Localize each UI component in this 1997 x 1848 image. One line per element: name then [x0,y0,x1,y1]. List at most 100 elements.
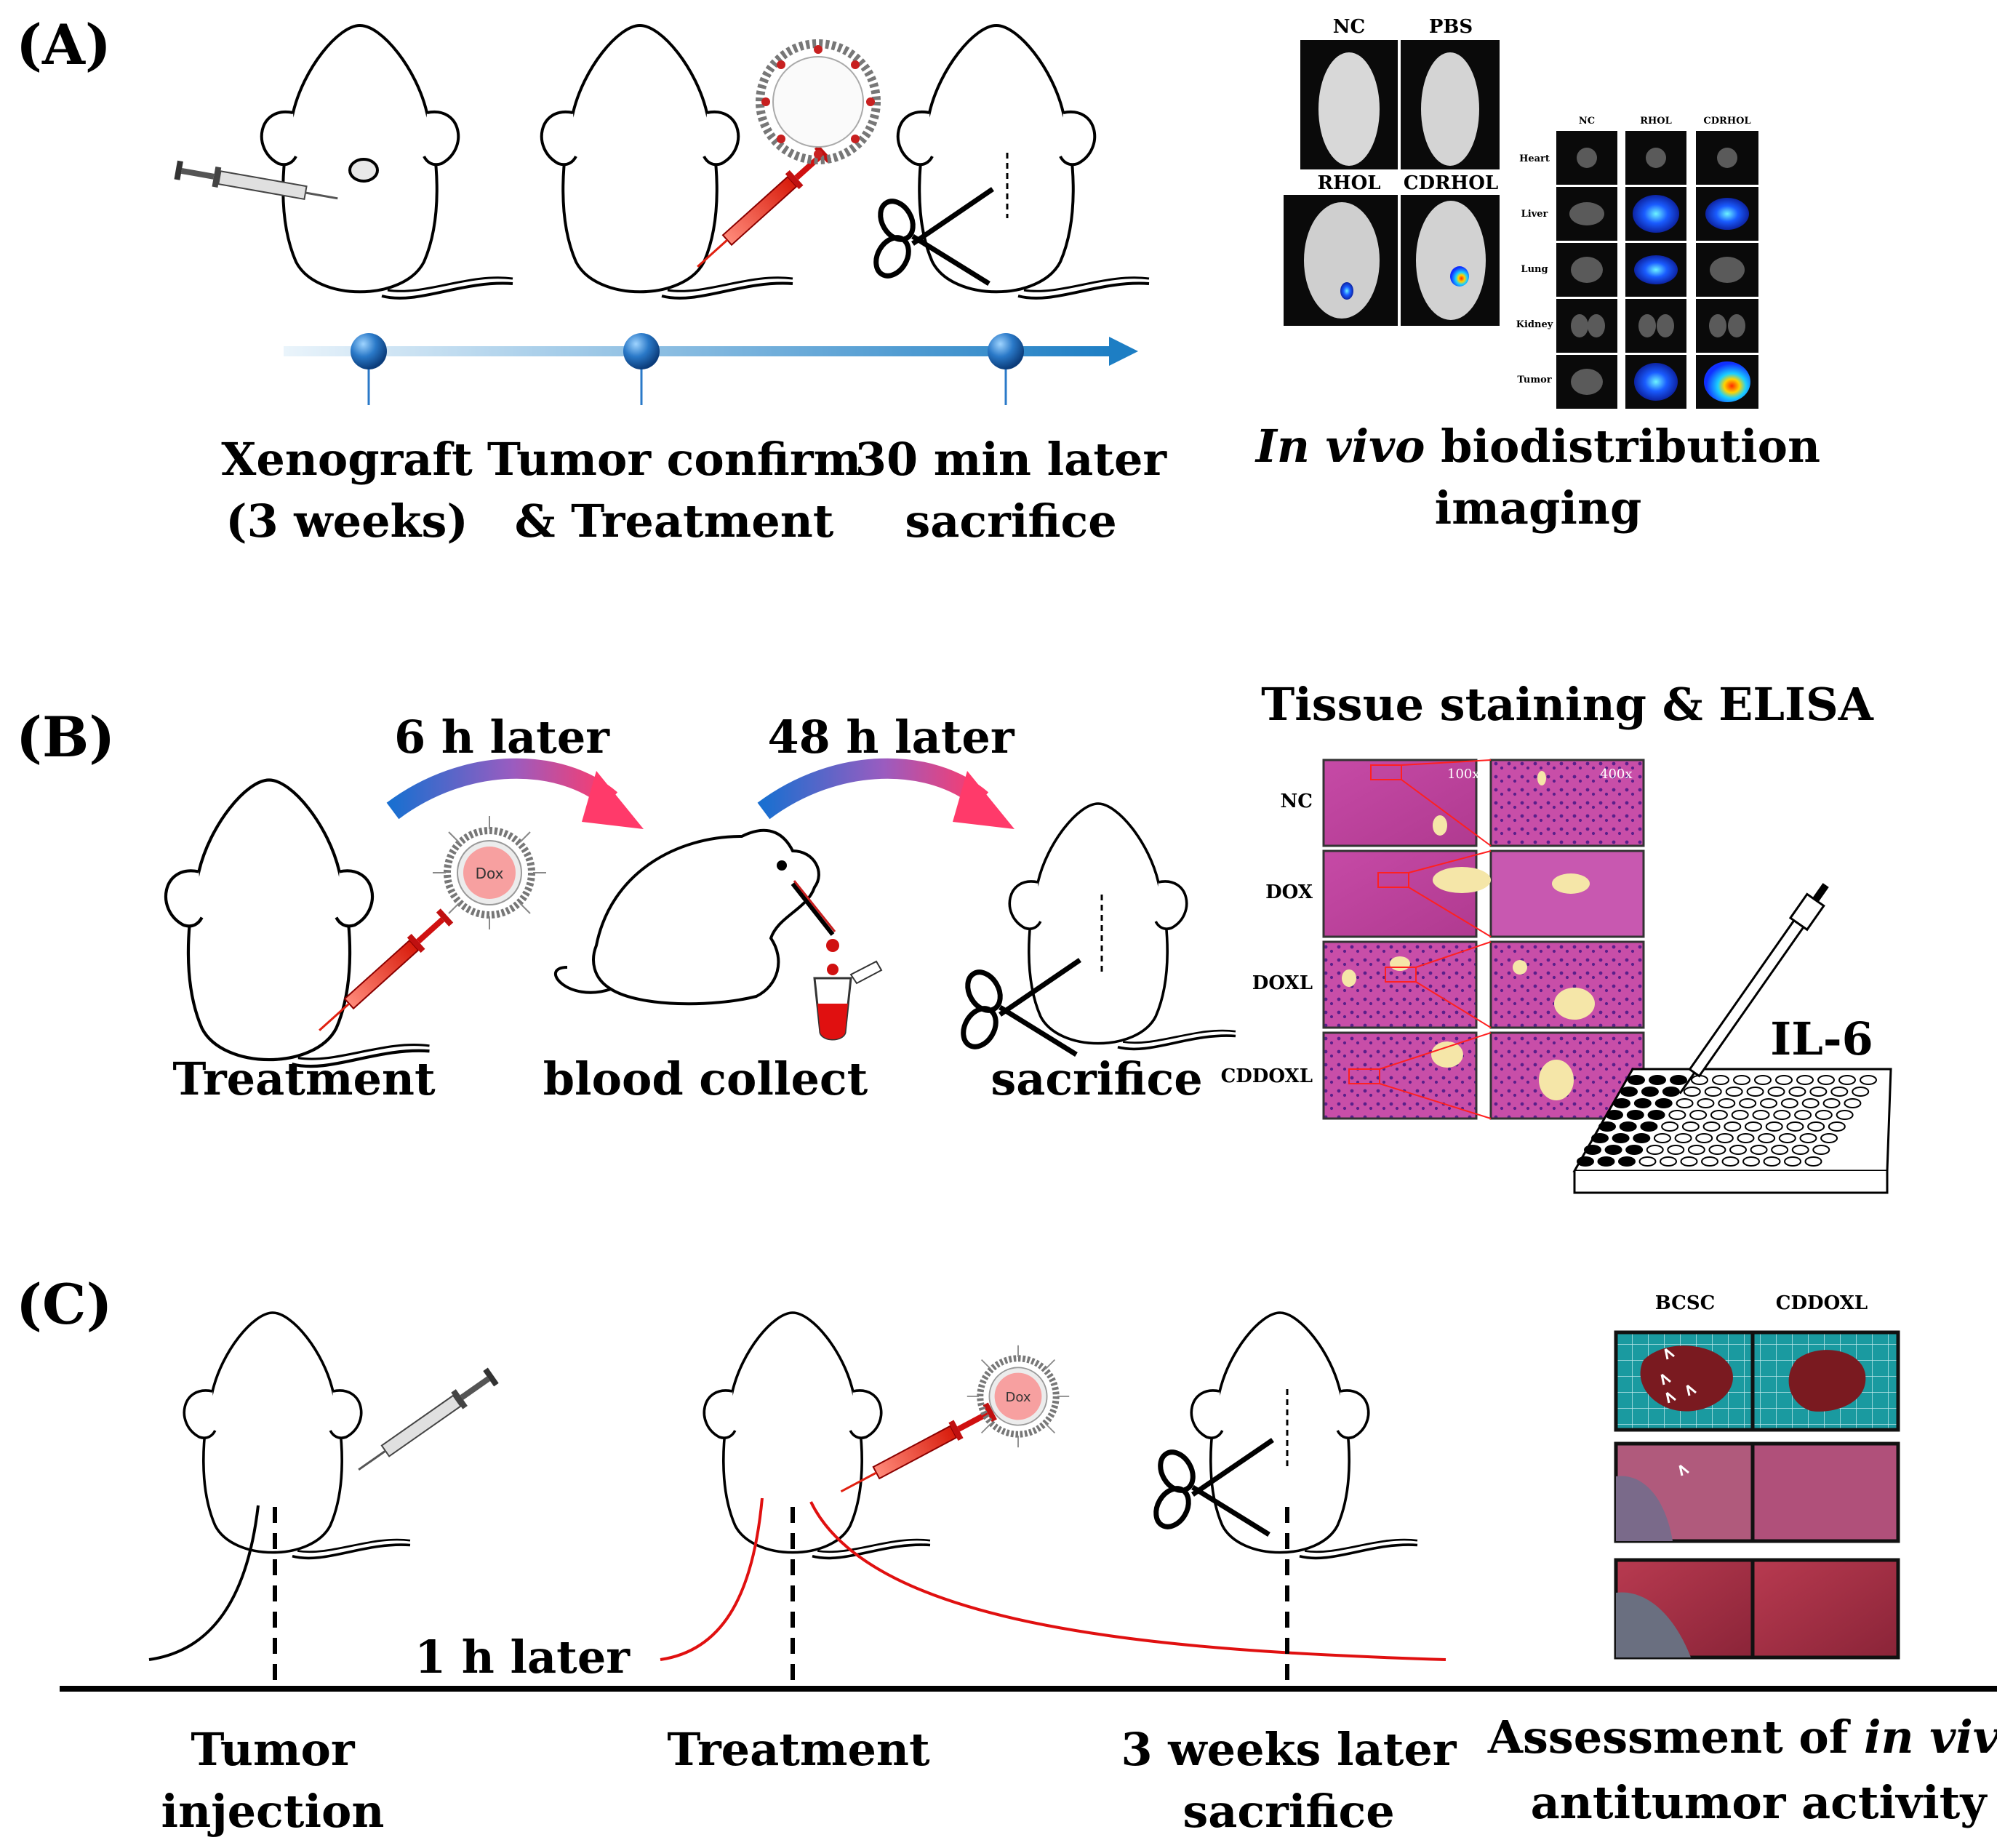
elisa-well [1584,1145,1601,1155]
elisa-well [1661,1121,1679,1132]
organ-row-kidney: Kidney [1516,319,1553,330]
elisa-well [1687,1145,1705,1155]
panel-a-label: (A) [16,12,111,77]
organ-row-liver: Liver [1521,209,1548,220]
stain-row-dox: DOX [1265,881,1313,903]
elisa-well [1796,1075,1814,1085]
elisa-well [1640,1121,1658,1132]
elisa-well [1765,1121,1783,1132]
elisa-well [1597,1156,1615,1167]
assessment-col-bcsc: BCSC [1655,1292,1716,1314]
elisa-well [1606,1110,1623,1120]
step-b2: blood collect [543,1052,868,1105]
organ-row-heart: Heart [1519,153,1550,164]
elisa-well [1654,1098,1673,1108]
timeline-a [284,333,1138,405]
elisa-well [1689,1110,1708,1120]
elisa-well [1817,1075,1835,1085]
step-a2-line1: Tumor confirm [487,433,861,486]
mouse-treatment-icon [540,24,794,300]
whole-body-imaging: NC PBS RHOL CDRHOL [1284,16,1500,326]
elisa-well [1729,1145,1747,1155]
assessment-line1: Assessment of in vivo [1487,1711,1997,1764]
timeline-point-treatment [623,333,660,369]
elisa-well [1702,1121,1721,1132]
elisa-well [1626,1110,1644,1120]
assessment-images: BCSC CDDOXL [1614,1292,1900,1660]
mouse-c-treatment-icon [703,1311,932,1560]
elisa-well [1742,1156,1760,1167]
elisa-well [1649,1075,1666,1085]
elisa-well [1760,1098,1777,1108]
mag-low-label: 100x [1447,767,1480,782]
elisa-well [1662,1087,1680,1097]
panel-c-label: (C) [16,1272,112,1337]
elisa-well [1763,1156,1781,1167]
imaging-caption-line2: imaging [1435,481,1642,535]
elisa-well [1801,1098,1820,1108]
timeline-point-xenograft [351,333,387,369]
organ-imaging-grid: NC RHOL CDRHOL Heart Liver Lung Kidney T… [1516,116,1758,409]
mouse-side-view-icon [554,828,836,1006]
elisa-well [1710,1110,1728,1120]
elisa-well [1830,1087,1849,1097]
b-nanoparticle-icon: Dox [433,816,546,929]
stain-row-cddoxl: CDDOXL [1221,1065,1313,1087]
elisa-well [1788,1087,1806,1097]
mouse-c-sacrifice-icon [1190,1311,1419,1560]
organ-col-rhol: RHOL [1640,116,1672,127]
organ-col-nc: NC [1579,116,1595,127]
elisa-well [1718,1098,1736,1108]
elisa-well [1836,1110,1854,1120]
timeline-point-sacrifice [988,333,1024,369]
elisa-well [1860,1075,1877,1085]
elisa-well [1780,1098,1798,1108]
tumor-growth-curve [148,1505,260,1661]
elisa-well [1737,1133,1755,1143]
elisa-well [1653,1133,1671,1143]
elisa-well [1809,1087,1828,1097]
elisa-well [1633,1098,1652,1108]
elisa-well [1704,1087,1722,1097]
elisa-well [1725,1087,1743,1097]
elisa-well [1807,1121,1825,1132]
elisa-well [1750,1145,1768,1155]
mouse-xenograft-icon [260,24,514,300]
elisa-well [1712,1075,1729,1085]
panel-c: (C) Dox 1 h later Tumor injection Treatm… [16,1272,1997,1838]
elisa-well [1683,1087,1701,1097]
tumor-icon [348,158,379,183]
event-c2-line1: Treatment [667,1723,930,1776]
step-a2-line2: & Treatment [515,495,834,548]
elisa-well [1625,1145,1644,1155]
svg-text:Dox: Dox [476,865,504,882]
elisa-well [1724,1121,1742,1132]
elisa-well [1612,1133,1630,1143]
elisa-well [1667,1145,1685,1155]
elisa-well [1752,1110,1770,1120]
arrow1-label: 6 h later [394,711,610,764]
mouse-sacrifice-icon [896,24,1150,300]
organ-row-lung: Lung [1521,264,1548,275]
imaging-label-cdrhol: CDRHOL [1404,172,1498,194]
elisa-label: IL-6 [1770,1012,1873,1065]
assessment-line2: antitumor activity [1531,1776,1988,1829]
elisa-well [1731,1110,1749,1120]
elisa-well [1695,1133,1713,1143]
elisa-well [1754,1075,1772,1085]
elisa-well [1619,1121,1637,1132]
step-a3-line1: 30 min later [855,433,1167,486]
panel-b-label: (B) [16,705,115,769]
elisa-well [1771,1145,1789,1155]
panel-b: (B) 6 h later 48 h later Dox [16,678,1892,1194]
elisa-well [1604,1145,1622,1155]
elisa-well [1773,1110,1791,1120]
mouse-b-sacrifice-icon [1008,802,1237,1051]
event-c3-line2: sacrifice [1182,1785,1394,1838]
elisa-well [1618,1156,1636,1167]
organ-row-tumor: Tumor [1517,375,1551,385]
elisa-well [1681,1121,1700,1132]
mouse-c-injection-icon [183,1311,412,1560]
elisa-well [1638,1156,1657,1167]
pipette-icon [1678,883,1829,1095]
